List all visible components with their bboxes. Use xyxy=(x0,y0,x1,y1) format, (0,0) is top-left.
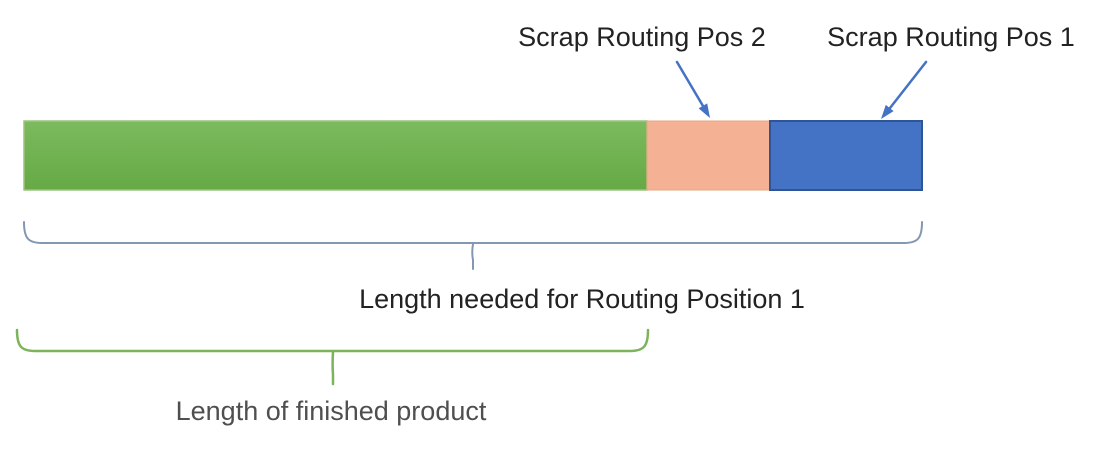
label-scrap-pos-1: Scrap Routing Pos 1 xyxy=(827,22,1075,52)
label-finished-length: Length of finished product xyxy=(176,396,487,426)
label-routing-length: Length needed for Routing Position 1 xyxy=(359,284,805,314)
bar-segment-scrap-pos-2 xyxy=(646,120,771,191)
brace-routing-length-tick xyxy=(471,243,474,270)
brace-routing-length xyxy=(23,221,923,270)
label-scrap-pos-2: Scrap Routing Pos 2 xyxy=(518,22,766,52)
length-bar xyxy=(23,120,923,191)
arrowhead-icon xyxy=(698,103,710,118)
arrowhead-icon xyxy=(881,104,894,119)
bar-segment-scrap-pos-1 xyxy=(769,120,923,191)
bar-segment-finished-product xyxy=(23,120,648,191)
arrow-to-scrap-pos-1-line xyxy=(888,60,928,110)
brace-finished-length-body xyxy=(15,328,650,353)
arrow-to-scrap-pos-2 xyxy=(675,60,710,118)
brace-finished-length xyxy=(15,328,650,386)
brace-routing-length-body xyxy=(23,221,923,244)
arrow-to-scrap-pos-1 xyxy=(881,60,928,119)
arrow-to-scrap-pos-2-line xyxy=(675,60,705,108)
